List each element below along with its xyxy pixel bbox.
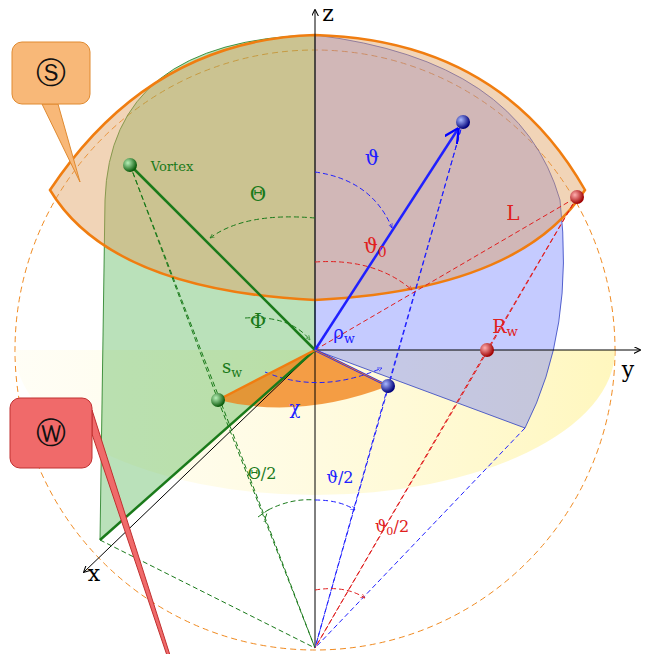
- distance-label: L: [506, 203, 519, 223]
- vortex-ray: [130, 165, 315, 350]
- w-edge-right: [315, 350, 388, 386]
- vortex-point: [123, 158, 137, 172]
- w-plane: [218, 350, 388, 407]
- distance-label: sw: [222, 358, 242, 376]
- particle-point: [456, 115, 470, 129]
- z-axis: [315, 10, 316, 648]
- cap-surface: [50, 35, 585, 300]
- axis-label: x: [88, 563, 100, 585]
- angle-label: χ: [290, 399, 301, 417]
- reference-projection: [480, 343, 494, 357]
- angle-label: ϑ: [365, 148, 379, 168]
- callout-letter: Ⓢ: [12, 42, 90, 94]
- axis-label: z: [322, 3, 334, 25]
- angle-label: ϑ/2: [326, 470, 353, 486]
- callout-body: [10, 398, 92, 468]
- reference-point: [570, 190, 584, 204]
- w-edge: [218, 350, 315, 400]
- projection-lines: [100, 122, 577, 648]
- callout-box: Ⓦ: [10, 398, 92, 468]
- callout-body: [12, 42, 90, 104]
- particle-projection: [381, 379, 395, 393]
- point-label: Vortex: [151, 160, 194, 173]
- angle-label: ϑ0/2: [375, 519, 409, 535]
- point-label: Rw: [492, 317, 518, 336]
- angle-label: Θ: [250, 184, 266, 204]
- angle-label: ϑ0: [363, 236, 386, 256]
- angle-label: Φ: [250, 311, 266, 331]
- x-axis: [84, 350, 315, 572]
- callout-box: Ⓢ: [12, 42, 90, 104]
- sw-ray: [100, 350, 315, 540]
- angle-arcs: [210, 172, 412, 598]
- distance-label: ρw: [333, 324, 354, 342]
- callout-tail: [92, 410, 218, 654]
- y-axis: [315, 350, 640, 351]
- theta-ray: [315, 129, 458, 350]
- callout-tail: [42, 104, 80, 182]
- vortex-projection: [211, 393, 225, 407]
- angle-label: Θ/2: [248, 466, 277, 482]
- cap-rim: [50, 35, 585, 300]
- rho-ray: [315, 350, 388, 386]
- axis-label: y: [622, 359, 634, 381]
- callout-letter: Ⓦ: [10, 398, 92, 454]
